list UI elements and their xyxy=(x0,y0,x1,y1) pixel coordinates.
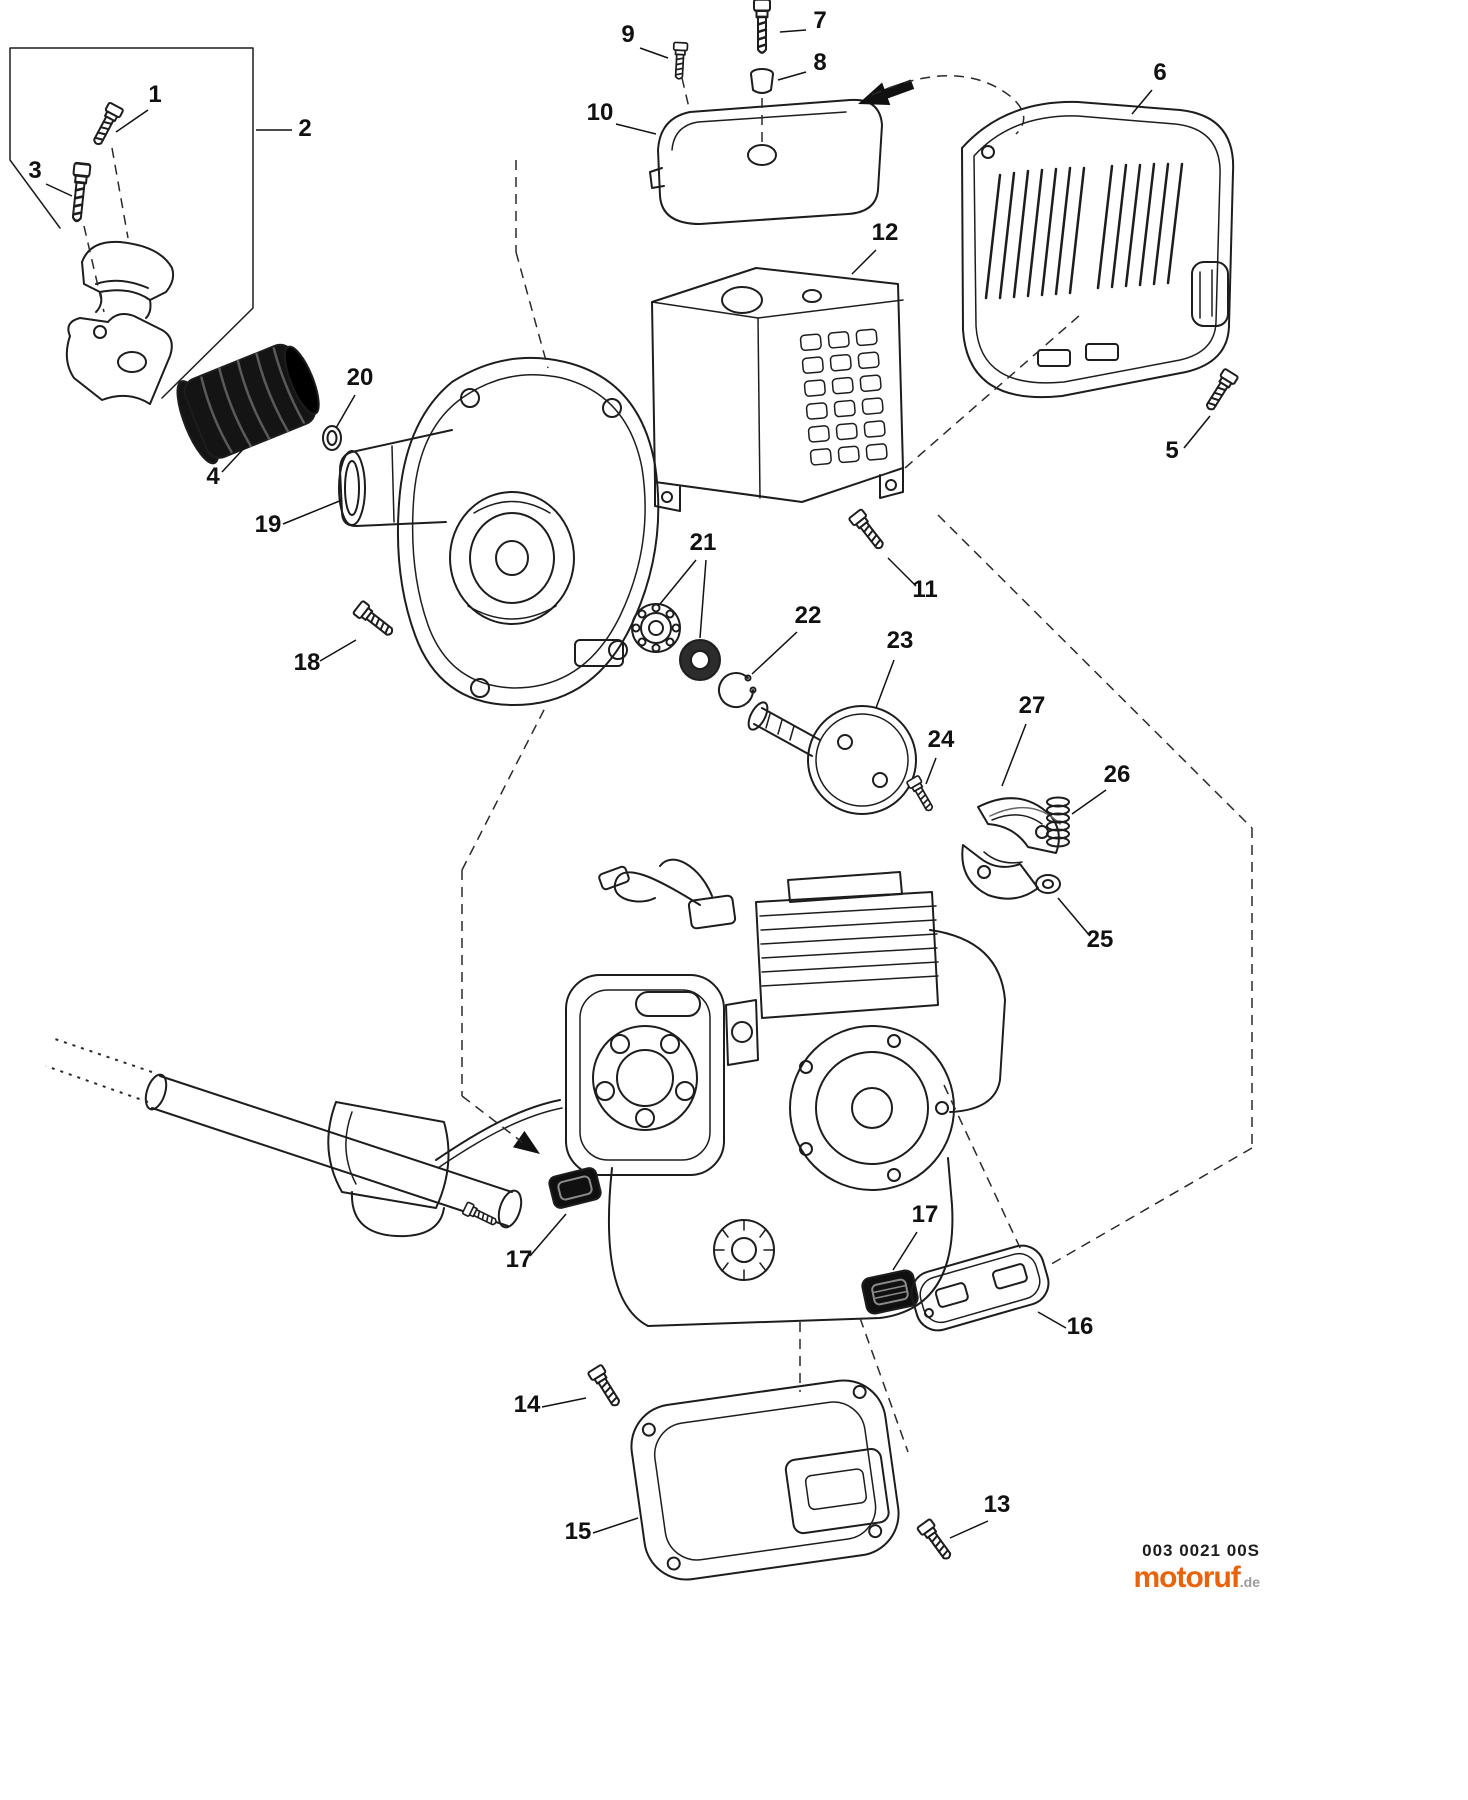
construction-lines xyxy=(83,75,1253,1453)
part-label-20: 20 xyxy=(347,364,374,391)
part-label-2: 2 xyxy=(298,115,311,142)
leader-line-17b xyxy=(892,1231,918,1271)
leader-line-16 xyxy=(1037,1311,1067,1329)
screw-14 xyxy=(586,1363,625,1411)
leader-line-17a xyxy=(529,1213,567,1257)
clutch-shoes-part27 xyxy=(961,797,1061,900)
leader-line-7 xyxy=(779,29,807,33)
fan-housing-part xyxy=(338,357,660,707)
leader-line-21 xyxy=(699,559,707,639)
screw-24 xyxy=(905,774,938,815)
part-label-26: 26 xyxy=(1104,761,1131,788)
brand-logo-text: motoruf xyxy=(1133,1560,1240,1594)
leader-line-23 xyxy=(875,659,895,709)
screw-5 xyxy=(1201,367,1240,415)
screw-9 xyxy=(671,41,689,81)
engine-assembly xyxy=(565,858,1006,1327)
part-labels-layer: 1234201918978101265112122232427262517171… xyxy=(28,7,1211,1545)
part-label-21: 21 xyxy=(690,529,717,556)
part-label-15: 15 xyxy=(565,1518,592,1545)
leader-line-24 xyxy=(925,757,937,785)
drive-tube-part xyxy=(144,1073,563,1238)
grommet-part17-right xyxy=(861,1269,919,1315)
rear-cover-part6 xyxy=(961,100,1235,399)
leader-line-21 xyxy=(659,559,697,605)
part-label-9: 9 xyxy=(621,21,634,48)
part-label-6: 6 xyxy=(1153,59,1166,86)
leader-line-19 xyxy=(282,499,343,525)
part-label-3: 3 xyxy=(28,157,41,184)
part-label-4: 4 xyxy=(206,463,220,490)
assembly-arrow xyxy=(858,79,915,106)
part-label-12: 12 xyxy=(872,219,899,246)
brand-logo-tld: .de xyxy=(1239,1573,1260,1590)
o-ring-part20 xyxy=(322,425,342,451)
leader-line-18 xyxy=(319,639,357,662)
cap-8 xyxy=(750,68,774,94)
leader-line-8 xyxy=(777,71,807,81)
tube-continuation-dots xyxy=(45,1037,153,1103)
reference-box-part2 xyxy=(9,47,254,399)
washer-part25 xyxy=(1035,874,1061,894)
tube-assembly-arrow xyxy=(511,1129,547,1164)
leader-line-10 xyxy=(615,123,657,135)
part-label-24: 24 xyxy=(928,726,955,753)
leader-line-20 xyxy=(335,394,356,429)
screw-3 xyxy=(67,161,92,224)
part-label-23: 23 xyxy=(887,627,914,654)
leader-line-12 xyxy=(851,249,877,275)
screw-13 xyxy=(915,1517,956,1564)
leader-line-26 xyxy=(1071,789,1107,815)
leader-line-22 xyxy=(751,631,798,675)
leader-line-25 xyxy=(1057,897,1091,937)
part-label-13: 13 xyxy=(984,1491,1011,1518)
snap-ring-part22 xyxy=(718,672,757,709)
screw-18 xyxy=(351,599,398,641)
intake-boot-part xyxy=(176,343,320,465)
bolt-7 xyxy=(752,0,772,54)
grommet-part17-left xyxy=(548,1167,602,1209)
muffler-cover-part15 xyxy=(630,1379,900,1581)
leader-line-9 xyxy=(639,47,669,59)
top-cover-part10 xyxy=(649,98,883,225)
leader-line-14 xyxy=(541,1397,587,1408)
leader-line-13 xyxy=(949,1520,989,1539)
leader-line-15 xyxy=(592,1517,639,1534)
leader-line-11 xyxy=(887,557,917,587)
brand-logo: motoruf.de xyxy=(1133,1561,1260,1594)
screw-11 xyxy=(847,507,889,554)
part-label-5: 5 xyxy=(1165,437,1178,464)
muffler-plate-part16 xyxy=(910,1244,1050,1332)
leader-line-27 xyxy=(1001,723,1027,787)
part-label-16: 16 xyxy=(1067,1313,1094,1340)
leader-line-1 xyxy=(115,109,149,133)
part-label-17b: 17 xyxy=(912,1201,939,1228)
leader-line-3 xyxy=(45,183,73,197)
part-label-1: 1 xyxy=(148,81,161,108)
part-label-11: 11 xyxy=(912,576,937,603)
part-label-22: 22 xyxy=(795,602,822,629)
part-label-10: 10 xyxy=(587,99,614,126)
part-label-19: 19 xyxy=(255,511,282,538)
part-label-17a: 17 xyxy=(506,1246,533,1273)
leader-line-4 xyxy=(221,443,249,473)
screw-1 xyxy=(88,101,125,149)
part-label-7: 7 xyxy=(813,7,826,34)
part-label-18: 18 xyxy=(294,649,321,676)
leader-line-6 xyxy=(1131,89,1153,115)
part-label-25: 25 xyxy=(1087,926,1114,953)
bearing-parts21 xyxy=(631,603,721,681)
part-label-8: 8 xyxy=(813,49,826,76)
document-part-code: 003 0021 00S xyxy=(1142,1541,1260,1560)
leader-line-5 xyxy=(1183,415,1211,449)
clutch-drum-part23 xyxy=(747,701,917,815)
engine-shroud-part12 xyxy=(651,267,904,512)
footer: 003 0021 00S motoruf.de xyxy=(1133,1541,1260,1594)
clamp-bracket-parts xyxy=(65,240,175,405)
part-label-27: 27 xyxy=(1019,692,1046,719)
part-label-14: 14 xyxy=(514,1391,541,1418)
spring-part26 xyxy=(1046,796,1070,848)
